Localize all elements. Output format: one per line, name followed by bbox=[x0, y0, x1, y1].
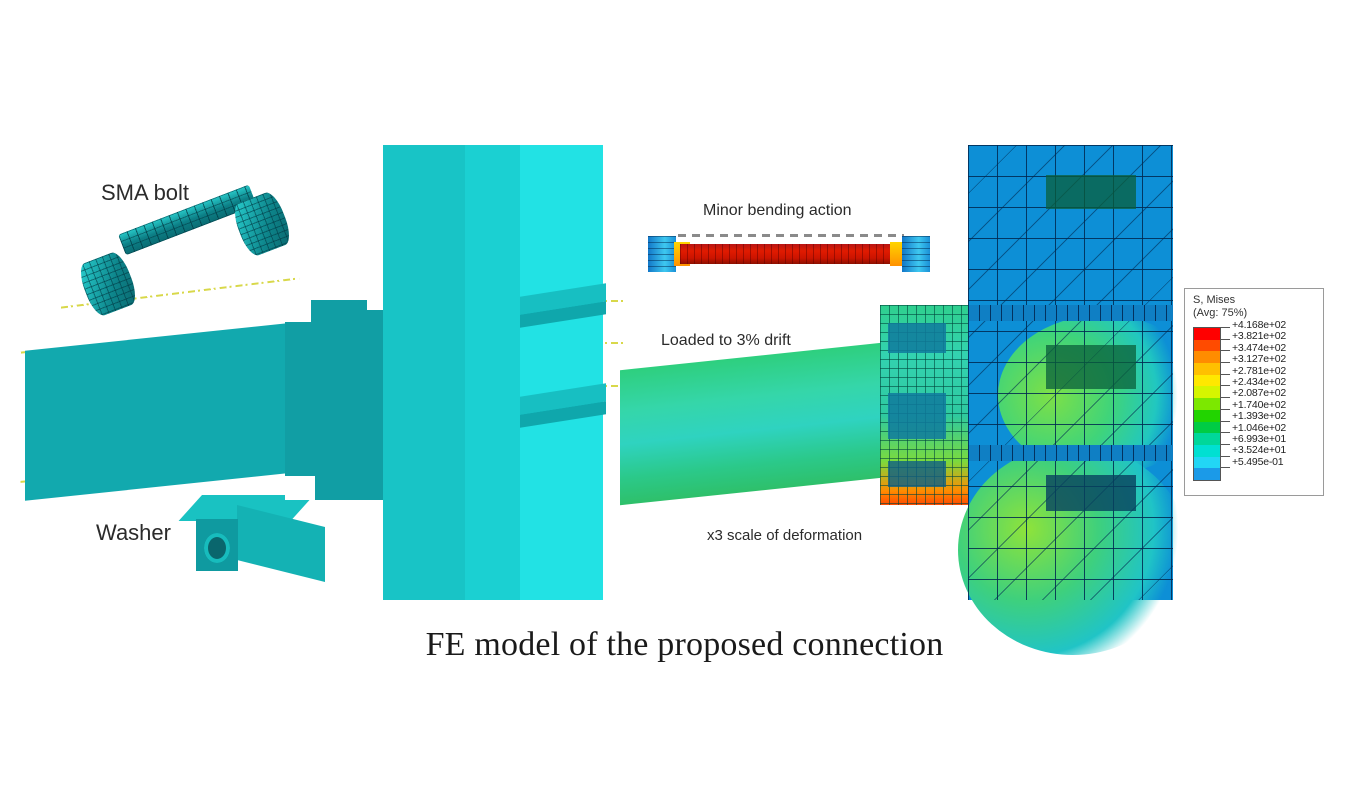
datum-line bbox=[595, 300, 623, 302]
legend-value: +3.821e+02 bbox=[1232, 330, 1287, 343]
bolt-head-right bbox=[902, 236, 930, 272]
column-mesh bbox=[383, 145, 606, 600]
legend-value: +2.434e+02 bbox=[1232, 375, 1287, 388]
legend-value-list: +4.168e+02+3.821e+02+3.474e+02+3.127e+02… bbox=[1232, 319, 1287, 468]
legend-tick bbox=[1221, 420, 1230, 422]
bolt-shadow bbox=[1046, 175, 1136, 209]
bolt-head-left bbox=[648, 236, 676, 272]
deformed-column-contour bbox=[958, 145, 1208, 655]
legend-tick bbox=[1221, 385, 1230, 387]
legend-value: +1.740e+02 bbox=[1232, 398, 1287, 411]
bolt-shank-high-stress bbox=[680, 244, 898, 264]
legend-tick bbox=[1221, 350, 1230, 352]
mesh-cutout bbox=[367, 300, 395, 310]
bolt-hole-shadow bbox=[888, 323, 946, 353]
legend-swatch bbox=[1194, 456, 1220, 469]
legend-value: +2.087e+02 bbox=[1232, 387, 1287, 400]
legend-tick bbox=[1221, 327, 1230, 328]
deformed-endplate-contour bbox=[880, 305, 975, 505]
washer-part bbox=[178, 495, 336, 590]
legend-swatch bbox=[1194, 421, 1220, 434]
washer-bolt-hole bbox=[204, 533, 230, 563]
mesh-cutout bbox=[285, 476, 315, 500]
bolt-shadow bbox=[1046, 345, 1136, 389]
legend-tick bbox=[1221, 362, 1230, 364]
legend-swatch bbox=[1194, 409, 1220, 422]
legend-value: +3.474e+02 bbox=[1232, 341, 1287, 354]
legend-title-line2: (Avg: 75%) bbox=[1193, 307, 1248, 319]
legend-swatch bbox=[1194, 468, 1220, 480]
deformation-scale-label: x3 scale of deformation bbox=[707, 527, 863, 544]
deformed-sma-bolt bbox=[640, 232, 936, 278]
column-web-mesh bbox=[383, 145, 465, 600]
beam-mesh bbox=[25, 319, 325, 501]
legend-tick bbox=[1221, 467, 1230, 469]
datum-line bbox=[595, 342, 623, 344]
continuity-plate-upper bbox=[968, 305, 1173, 321]
legend-swatch bbox=[1194, 444, 1220, 457]
mesh-cutout bbox=[285, 300, 311, 322]
figure-caption: FE model of the proposed connection bbox=[425, 626, 944, 663]
continuity-plate-lower bbox=[968, 445, 1173, 461]
legend-value: +1.393e+02 bbox=[1232, 410, 1287, 423]
bolt-head-lower bbox=[75, 249, 141, 319]
stress-legend: S, Mises (Avg: 75%) +4.168e+02+3.821e+02… bbox=[1184, 288, 1324, 496]
bolt-shadow bbox=[1046, 475, 1136, 511]
legend-tick bbox=[1221, 338, 1230, 340]
legend-tick-marks bbox=[1221, 327, 1231, 481]
legend-title-line1: S, Mises bbox=[1193, 294, 1236, 306]
column-outer-flange-mesh bbox=[520, 145, 603, 600]
datum-line bbox=[595, 385, 623, 387]
legend-color-bar bbox=[1193, 327, 1221, 481]
legend-swatch bbox=[1194, 351, 1220, 364]
legend-swatch bbox=[1194, 363, 1220, 375]
legend-tick bbox=[1221, 373, 1230, 375]
legend-swatch bbox=[1194, 374, 1220, 387]
legend-swatch bbox=[1194, 398, 1220, 410]
bolt-hole-shadow bbox=[888, 393, 946, 439]
legend-value: +3.127e+02 bbox=[1232, 353, 1287, 366]
washer-side-face bbox=[237, 505, 325, 582]
legend-tick bbox=[1221, 408, 1230, 410]
legend-value: +5.495e-01 bbox=[1232, 455, 1284, 468]
legend-value: +3.524e+01 bbox=[1232, 444, 1287, 457]
washer-label: Washer bbox=[96, 520, 171, 545]
bolt-centerline-dashed bbox=[678, 234, 904, 237]
legend-tick bbox=[1221, 443, 1230, 445]
endplate-assembly-mesh bbox=[285, 300, 395, 500]
legend-swatch bbox=[1194, 328, 1220, 340]
legend-tick bbox=[1221, 455, 1230, 457]
legend-swatch bbox=[1194, 386, 1220, 399]
legend-title: S, Mises (Avg: 75%) bbox=[1193, 294, 1247, 320]
legend-swatch bbox=[1194, 433, 1220, 445]
minor-bending-label: Minor bending action bbox=[703, 202, 852, 219]
legend-value: +2.781e+02 bbox=[1232, 364, 1287, 377]
legend-value: +1.046e+02 bbox=[1232, 421, 1287, 434]
deformed-beam-contour bbox=[620, 339, 910, 506]
column-inner-flange-mesh bbox=[465, 145, 520, 600]
loaded-drift-label: Loaded to 3% drift bbox=[661, 332, 791, 349]
legend-value: +4.168e+02 bbox=[1232, 319, 1287, 331]
legend-value: +6.993e+01 bbox=[1232, 432, 1287, 445]
legend-tick bbox=[1221, 432, 1230, 434]
legend-swatch bbox=[1194, 339, 1220, 352]
sma-bolt-label: SMA bolt bbox=[101, 180, 190, 205]
bolt-hole-shadow bbox=[888, 461, 946, 487]
legend-tick bbox=[1221, 397, 1230, 399]
sma-bolt-part bbox=[75, 184, 295, 319]
